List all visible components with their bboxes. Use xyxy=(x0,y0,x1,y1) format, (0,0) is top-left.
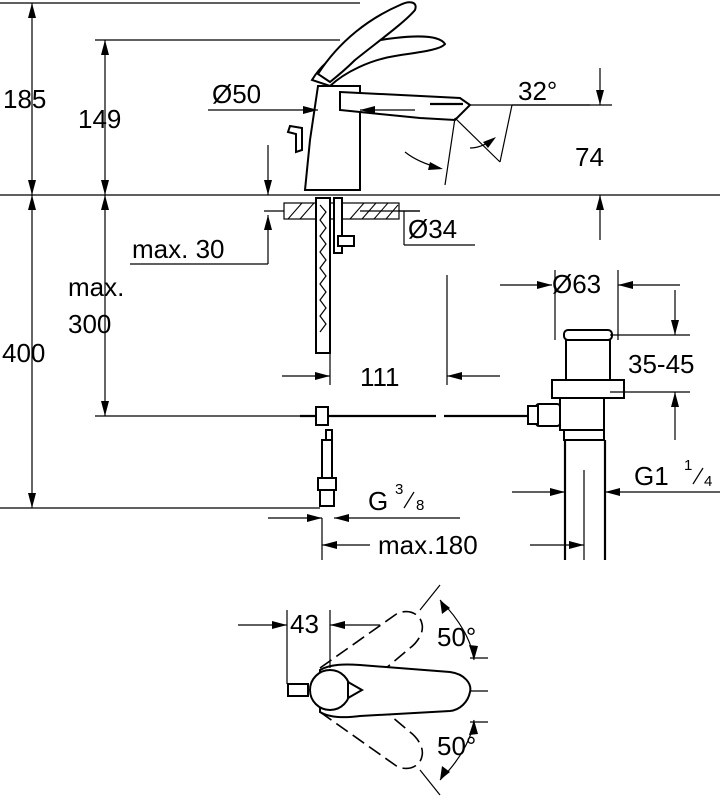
dim-35-45-label: 35-45 xyxy=(628,349,695,379)
dim-g38-label: G xyxy=(368,486,388,516)
faucet-lift-rod xyxy=(286,124,303,154)
dim-g38-denominator: 8 xyxy=(416,497,424,514)
dim-g38-numerator: 3 xyxy=(395,481,403,498)
lever-center xyxy=(319,663,472,719)
dim-111-label: 111 xyxy=(360,362,400,392)
plan-view xyxy=(287,610,488,770)
dim-149-label: 149 xyxy=(78,104,121,134)
lift-rod xyxy=(300,406,528,441)
dim-o50-label: Ø50 xyxy=(212,79,261,109)
dim-g1-numerator: 1 xyxy=(684,457,692,474)
lever-rotated-up xyxy=(318,610,424,702)
dim-50-down-label: 50° xyxy=(437,731,476,761)
dim-35-45: 35-45 xyxy=(610,290,695,440)
mounting-shank xyxy=(315,197,355,354)
dim-o50: Ø50 xyxy=(208,79,415,114)
dim-32-degrees: 32° xyxy=(404,76,590,186)
supply-connection xyxy=(317,439,337,507)
faucet-main-body xyxy=(303,85,361,191)
dim-o63-label: Ø63 xyxy=(552,269,601,299)
dim-74: 74 xyxy=(470,68,612,240)
dim-g-three-eighths: G 3 8 xyxy=(268,481,460,522)
lever-rotated-down xyxy=(318,678,424,770)
faucet-body xyxy=(286,1,472,191)
dim-max-300-label-2: 300 xyxy=(68,309,111,339)
faucet-lever-raised xyxy=(316,1,417,84)
dim-max-180-label: max.180 xyxy=(378,530,478,560)
drain-assembly xyxy=(527,329,625,560)
dim-43: 43 xyxy=(238,609,380,684)
dim-400-label: 400 xyxy=(2,338,45,368)
dim-max-300-label-1: max. xyxy=(68,272,124,302)
dim-43-label: 43 xyxy=(290,609,319,639)
dim-max-30-label: max. 30 xyxy=(132,234,225,264)
dim-o34: Ø34 xyxy=(360,210,475,246)
dim-185: 185 xyxy=(3,3,46,195)
dim-o63: Ø63 xyxy=(500,269,680,340)
dim-111: 111 xyxy=(282,275,500,392)
dim-g1-label: G1 xyxy=(634,461,669,491)
dim-50-down: 50° xyxy=(419,719,478,796)
dim-g1-quarter: G1 1 4 xyxy=(512,457,720,496)
dim-max-30: max. 30 xyxy=(130,145,272,265)
dim-32-label: 32° xyxy=(518,76,557,106)
dim-max-180: max.180 xyxy=(321,470,585,560)
dim-50-up-label: 50° xyxy=(437,622,476,652)
dim-74-label: 74 xyxy=(575,142,604,172)
dim-149: 149 xyxy=(78,40,121,195)
dim-400: 400 xyxy=(2,195,45,508)
dim-185-label: 185 xyxy=(3,84,46,114)
dim-o34-label: Ø34 xyxy=(408,214,457,244)
dim-max-300: max. 300 xyxy=(68,195,124,416)
dim-g1-denominator: 4 xyxy=(704,473,712,490)
dim-50-up: 50° xyxy=(419,584,478,661)
